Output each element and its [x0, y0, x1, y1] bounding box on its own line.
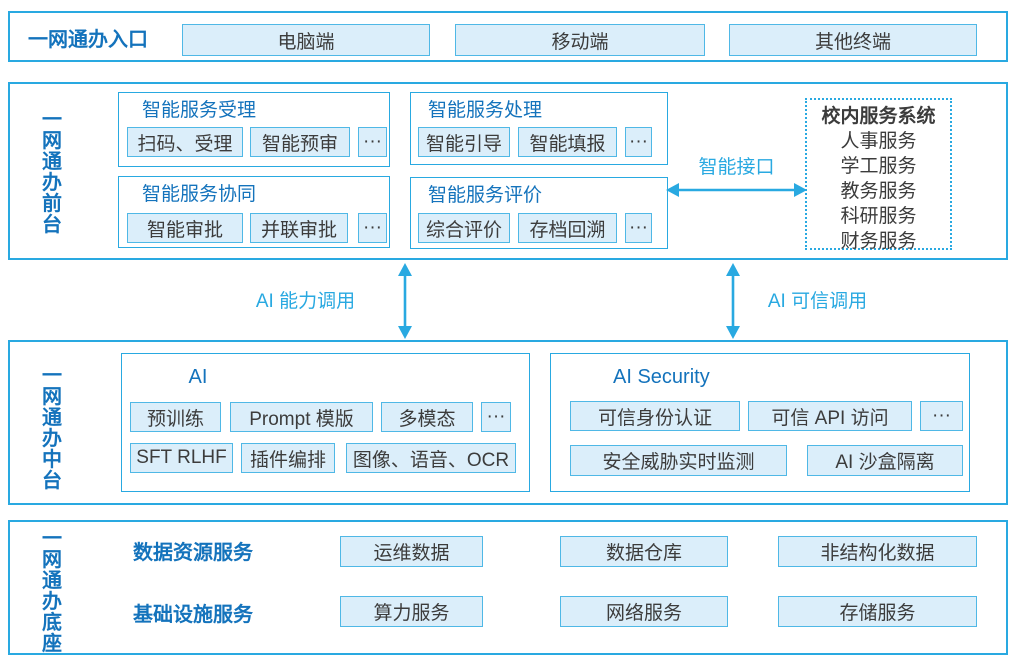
ai-chip: Prompt 模版 [230, 402, 373, 432]
more-dots-chip: ··· [358, 213, 387, 243]
campus-item-academic: 教务服务 [840, 181, 917, 202]
ai-security-chip: 可信身份认证 [570, 401, 740, 431]
ai-trusted-call-label: AI 可信调用 [767, 291, 868, 312]
service-chip: 智能填报 [518, 127, 617, 157]
ai-chip: 插件编排 [241, 443, 335, 473]
terminal-chip-other: 其他终端 [729, 24, 977, 56]
base-chip: 算力服务 [340, 596, 483, 627]
base-chip: 非结构化数据 [778, 536, 977, 567]
campus-item-student: 学工服务 [840, 156, 917, 177]
service-box-process-title: 智能服务处理 [428, 100, 543, 121]
middle-section-label: 一网通办中台 [42, 365, 62, 492]
campus-systems-box: 校内服务系统 人事服务 学工服务 教务服务 科研服务 财务服务 [805, 98, 952, 252]
smart-interface-label: 智能接口 [698, 157, 775, 178]
ai-box-title: AI [188, 366, 208, 388]
base-chip: 运维数据 [340, 536, 483, 567]
service-chip: 智能预审 [250, 127, 350, 157]
ai-security-chip: AI 沙盒隔离 [807, 445, 963, 476]
campus-item-research: 科研服务 [840, 206, 917, 227]
more-dots-chip: ··· [481, 402, 511, 432]
service-box-collab-title: 智能服务协同 [142, 184, 257, 205]
service-chip: 并联审批 [250, 213, 348, 243]
campus-item-hr: 人事服务 [840, 131, 917, 152]
bidirectional-vertical-arrow-icon [398, 263, 412, 339]
entry-section-label: 一网通办入口 [28, 29, 148, 51]
bidirectional-vertical-arrow-icon [726, 263, 740, 339]
campus-item-finance: 财务服务 [840, 231, 917, 252]
service-box-accept-title: 智能服务受理 [142, 100, 257, 121]
service-chip: 智能引导 [418, 127, 510, 157]
infrastructure-category-label: 基础设施服务 [133, 604, 253, 626]
service-box-evaluate-title: 智能服务评价 [428, 185, 543, 206]
service-chip: 存档回溯 [518, 213, 617, 243]
base-chip: 存储服务 [778, 596, 977, 627]
more-dots-chip: ··· [358, 127, 387, 157]
ai-chip: 预训练 [130, 402, 221, 432]
service-chip: 扫码、受理 [127, 127, 243, 157]
ai-security-chip: 可信 API 访问 [748, 401, 912, 431]
terminal-chip-mobile: 移动端 [455, 24, 705, 56]
base-chip: 网络服务 [560, 596, 728, 627]
ai-chip: SFT RLHF [130, 443, 233, 473]
more-dots-chip: ··· [625, 127, 652, 157]
ai-capability-call-label: AI 能力调用 [255, 291, 356, 312]
service-chip: 综合评价 [418, 213, 510, 243]
ai-security-box-title: AI Security [613, 366, 710, 388]
ai-chip: 多模态 [381, 402, 473, 432]
front-section-label: 一网通办前台 [42, 109, 62, 236]
data-resource-category-label: 数据资源服务 [133, 542, 253, 564]
service-chip: 智能审批 [127, 213, 243, 243]
campus-systems-title: 校内服务系统 [821, 106, 936, 127]
more-dots-chip: ··· [920, 401, 963, 431]
terminal-chip-pc: 电脑端 [182, 24, 430, 56]
ai-security-chip: 安全威胁实时监测 [570, 445, 787, 476]
ai-chip: 图像、语音、OCR [346, 443, 516, 473]
base-section-label: 一网通办底座 [42, 528, 62, 655]
more-dots-chip: ··· [625, 213, 652, 243]
bidirectional-horizontal-arrow-icon [666, 183, 807, 197]
base-chip: 数据仓库 [560, 536, 728, 567]
